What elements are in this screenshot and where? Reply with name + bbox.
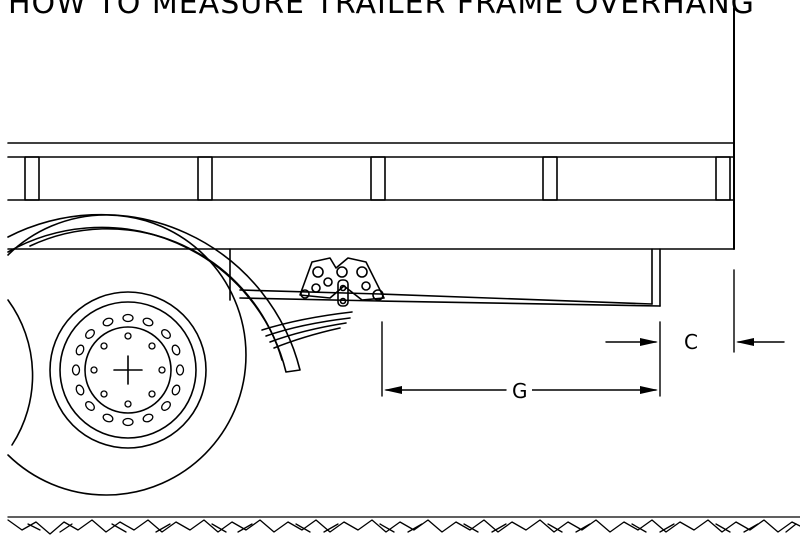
dimension-c: [605, 269, 785, 353]
lug-holes: [71, 313, 185, 427]
dimension-c-label: C: [684, 330, 698, 354]
cross-members: [24, 156, 731, 201]
fender-inner-line: [29, 228, 283, 361]
tire-inner-edge: [7, 299, 34, 446]
wheel-hub: [49, 291, 207, 449]
tire-outer: [7, 214, 247, 496]
diagram-title: HOW TO MEASURE TRAILER FRAME OVERHANG: [8, 0, 755, 21]
suspension-hanger: [299, 257, 385, 307]
dimension-g: [381, 321, 661, 397]
ground-hatching: [7, 516, 800, 535]
slider-subframe: [229, 248, 661, 307]
dimension-g-label: G: [508, 380, 532, 402]
stud-circles: [90, 332, 166, 408]
leaf-spring: [261, 311, 353, 349]
